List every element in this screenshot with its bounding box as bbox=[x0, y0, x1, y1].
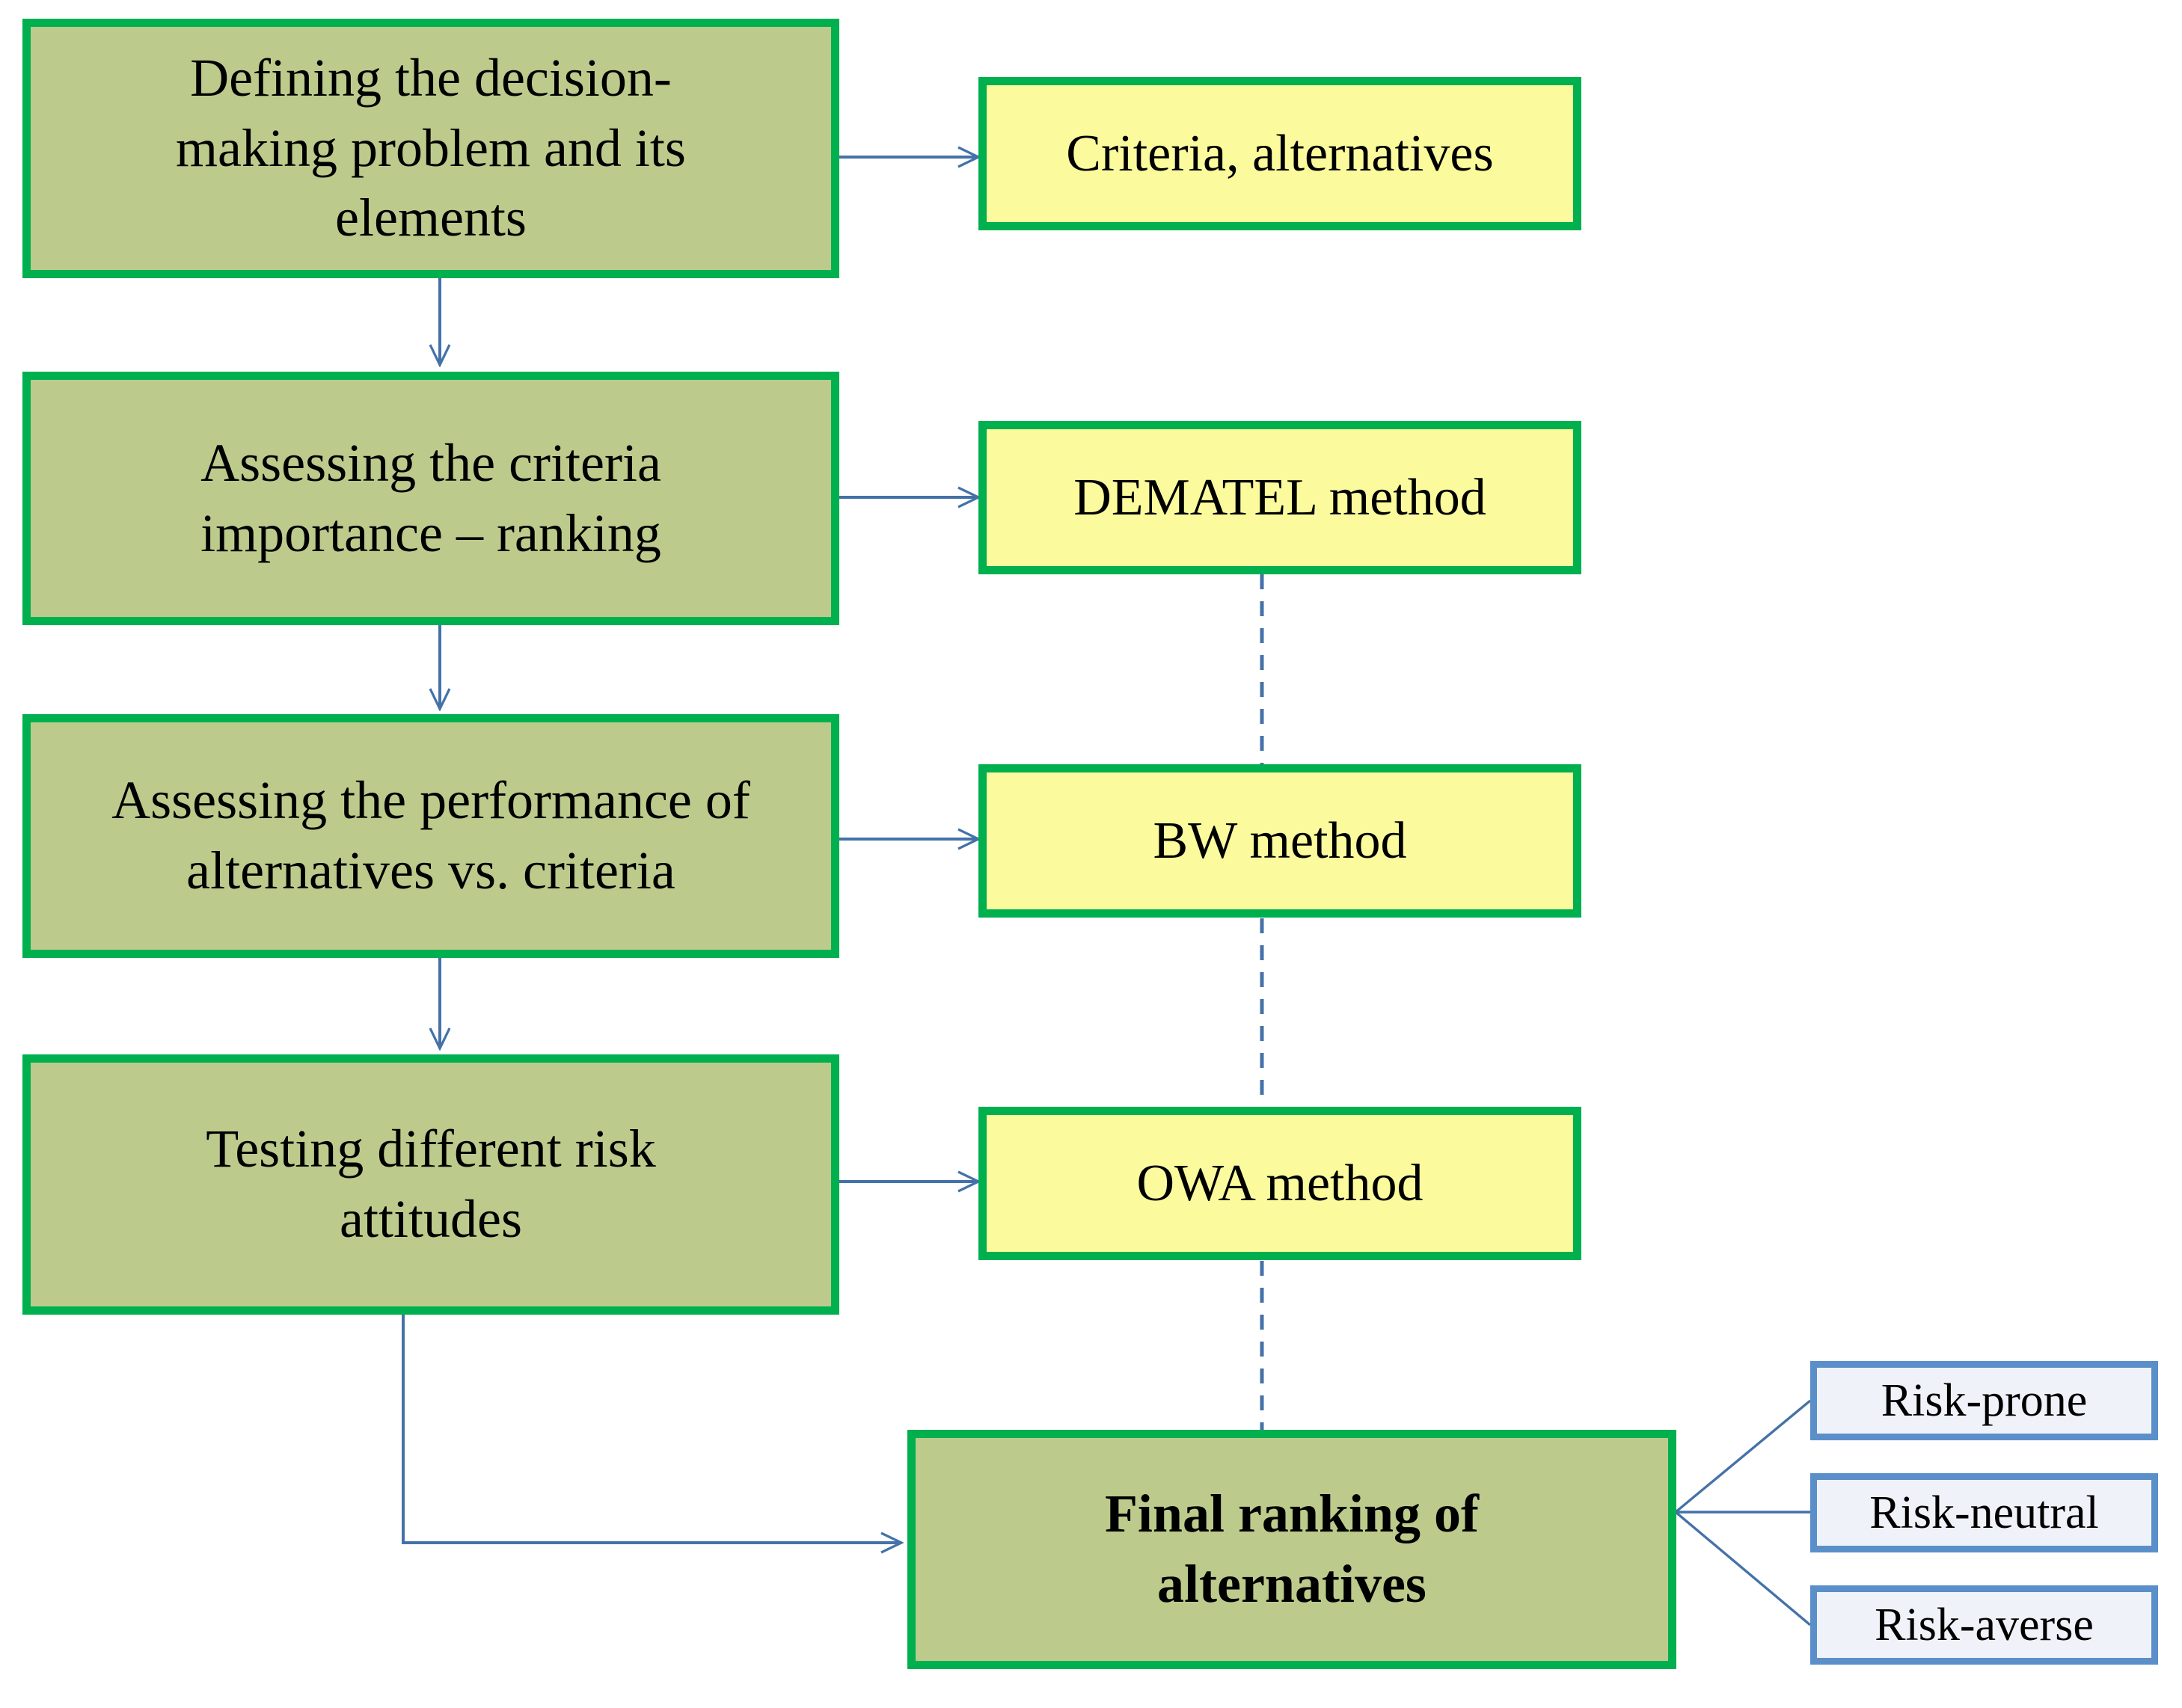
method-box-1-label: Criteria, alternatives bbox=[1066, 125, 1494, 182]
connector-final-risk-prone bbox=[1674, 1399, 1812, 1514]
method-box-4-label: OWA method bbox=[1136, 1155, 1423, 1212]
connector-step4-final bbox=[402, 1315, 901, 1543]
method-box-3[interactable]: BW method bbox=[978, 764, 1581, 918]
step-box-2-label: Assessing the criteria importance – rank… bbox=[200, 432, 661, 563]
step-box-1[interactable]: Defining the decision- making problem an… bbox=[22, 19, 839, 278]
risk-box-prone[interactable]: Risk-prone bbox=[1810, 1361, 2158, 1440]
step-box-4[interactable]: Testing different risk attitudes bbox=[22, 1054, 839, 1315]
final-ranking-box[interactable]: Final ranking of alternatives bbox=[907, 1430, 1676, 1669]
final-ranking-label: Final ranking of alternatives bbox=[1104, 1484, 1480, 1614]
risk-box-neutral-label: Risk-neutral bbox=[1869, 1487, 2099, 1538]
method-box-2[interactable]: DEMATEL method bbox=[978, 421, 1581, 574]
method-box-1[interactable]: Criteria, alternatives bbox=[978, 77, 1581, 230]
method-box-2-label: DEMATEL method bbox=[1073, 469, 1486, 526]
step-box-2[interactable]: Assessing the criteria importance – rank… bbox=[22, 372, 839, 625]
method-box-4[interactable]: OWA method bbox=[978, 1107, 1581, 1260]
risk-box-prone-label: Risk-prone bbox=[1881, 1374, 2088, 1426]
risk-box-neutral[interactable]: Risk-neutral bbox=[1810, 1473, 2158, 1552]
step-box-3[interactable]: Assessing the performance of alternative… bbox=[22, 714, 839, 958]
risk-box-averse-label: Risk-averse bbox=[1875, 1599, 2094, 1650]
step-box-1-label: Defining the decision- making problem an… bbox=[176, 48, 686, 248]
connector-final-risk-averse bbox=[1674, 1511, 1812, 1626]
step-box-3-label: Assessing the performance of alternative… bbox=[111, 770, 750, 900]
method-box-3-label: BW method bbox=[1153, 812, 1407, 870]
step-box-4-label: Testing different risk attitudes bbox=[206, 1119, 656, 1249]
risk-box-averse[interactable]: Risk-averse bbox=[1810, 1585, 2158, 1665]
